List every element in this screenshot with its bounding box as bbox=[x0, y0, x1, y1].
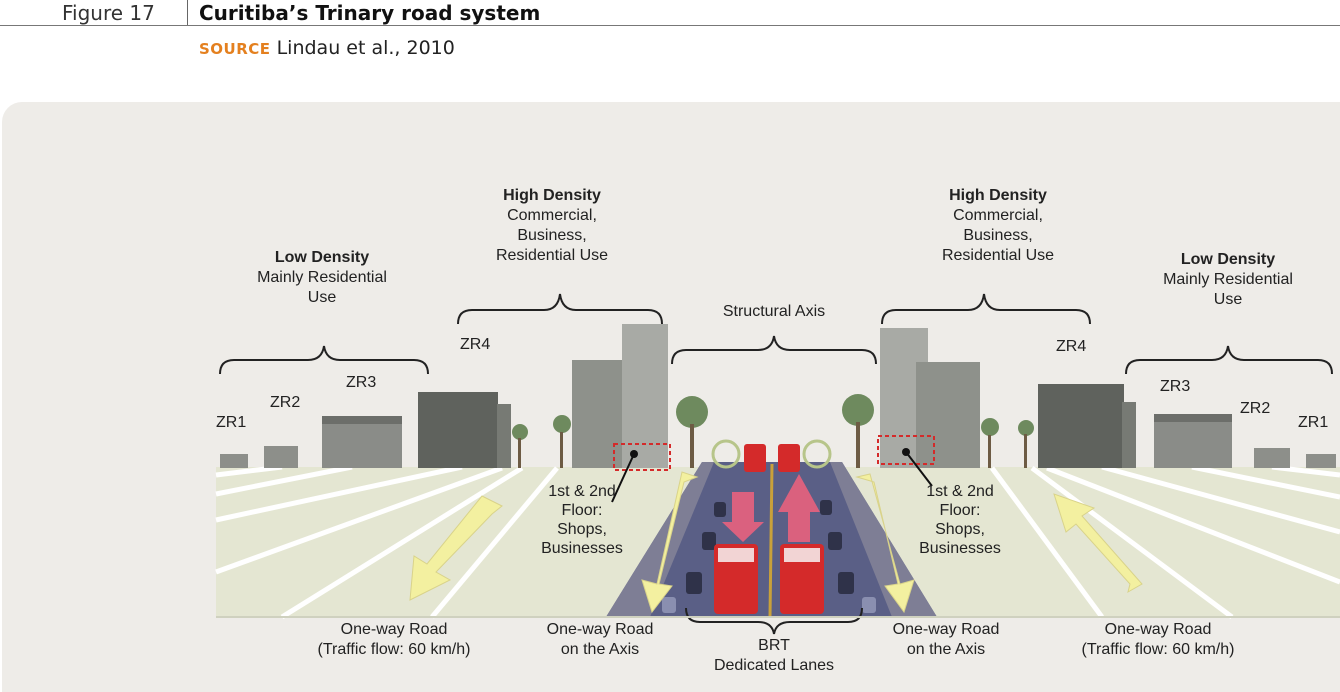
high-rise-left bbox=[572, 324, 671, 503]
zone-braces bbox=[219, 293, 1333, 635]
floors-right-line1: 1st & 2nd bbox=[926, 483, 994, 500]
brt-lanes-label: BRT Dedicated Lanes bbox=[684, 636, 864, 676]
header-divider bbox=[187, 0, 188, 26]
axis-road-left-line2: on the Axis bbox=[560, 641, 640, 658]
zone-code-left-zr4: ZR4 bbox=[460, 336, 491, 353]
right-side-roads bbox=[989, 464, 1340, 620]
floors-left-label: 1st & 2nd Floor: Shops, Businesses bbox=[532, 482, 632, 558]
low-density-right-title: Low Density bbox=[1180, 251, 1276, 268]
low-density-buildings-right bbox=[1038, 384, 1336, 468]
figure-source: SOURCE Lindau et al., 2010 bbox=[199, 37, 455, 59]
brt-median bbox=[768, 463, 774, 618]
oneway-road-left-line2: (Traffic flow: 60 km/h) bbox=[317, 641, 471, 658]
oneway-road-left-label: One-way Road (Traffic flow: 60 km/h) bbox=[294, 620, 494, 660]
brt-line1: BRT bbox=[758, 637, 790, 654]
high-rise-right bbox=[877, 328, 980, 487]
high-density-right-label: High Density Commercial, Business, Resid… bbox=[898, 186, 1098, 266]
zone-code-right-zr4: ZR4 bbox=[1056, 338, 1087, 355]
trees bbox=[512, 394, 1034, 468]
floors-left-line4: Businesses bbox=[541, 540, 623, 557]
low-density-right-line1: Mainly Residential bbox=[1163, 271, 1293, 288]
figure-header: Figure 17 Curitiba’s Trinary road system… bbox=[0, 0, 1340, 74]
left-side-roads bbox=[215, 464, 559, 620]
source-text: Lindau et al., 2010 bbox=[276, 37, 455, 59]
axis-road-left-label: One-way Road on the Axis bbox=[510, 620, 690, 660]
low-density-left-line2: Use bbox=[307, 289, 337, 306]
floors-right-line4: Businesses bbox=[919, 540, 1001, 557]
zone-code-right-zr1: ZR1 bbox=[1298, 414, 1329, 431]
floors-right-line2: Floor: bbox=[939, 502, 981, 519]
low-density-left-title: Low Density bbox=[274, 249, 370, 266]
high-density-right-line2: Business, bbox=[963, 227, 1033, 244]
brt-buses bbox=[714, 444, 824, 614]
zone-code-left-zr1: ZR1 bbox=[216, 414, 247, 431]
low-density-right-line2: Use bbox=[1213, 291, 1243, 308]
floors-right-line3: Shops, bbox=[935, 521, 985, 538]
axis-road-left bbox=[606, 462, 714, 617]
diagram-panel: Low Density Mainly Residential Use High … bbox=[2, 102, 1340, 692]
brt-direction-arrows bbox=[722, 474, 820, 542]
oneway-road-right-label: One-way Road (Traffic flow: 60 km/h) bbox=[1058, 620, 1258, 660]
header-rule bbox=[0, 25, 1340, 26]
oneway-road-right-line2: (Traffic flow: 60 km/h) bbox=[1081, 641, 1235, 658]
oneway-road-right-line1: One-way Road bbox=[1104, 621, 1212, 638]
high-density-right-line1: Commercial, bbox=[953, 207, 1043, 224]
axis-road-right bbox=[830, 462, 937, 617]
high-density-left-line3: Residential Use bbox=[495, 247, 609, 264]
traffic-flow-arrows bbox=[409, 471, 1143, 614]
figure-number: Figure 17 bbox=[62, 1, 155, 25]
zone-code-right-zr3: ZR3 bbox=[1160, 378, 1191, 395]
floors-left-line2: Floor: bbox=[561, 502, 603, 519]
low-density-right-label: Low Density Mainly Residential Use bbox=[1128, 250, 1328, 310]
cars bbox=[662, 500, 876, 613]
axis-road-right-line2: on the Axis bbox=[906, 641, 986, 658]
high-density-right-title: High Density bbox=[949, 187, 1047, 204]
floors-left-line1: 1st & 2nd bbox=[548, 483, 616, 500]
source-label: SOURCE bbox=[199, 40, 271, 58]
tube-stations bbox=[711, 439, 832, 469]
oneway-road-left-line1: One-way Road bbox=[340, 621, 448, 638]
high-density-right-line3: Residential Use bbox=[941, 247, 1055, 264]
high-density-left-label: High Density Commercial, Business, Resid… bbox=[452, 186, 652, 266]
axis-road-right-line1: One-way Road bbox=[892, 621, 1000, 638]
low-density-left-line1: Mainly Residential bbox=[257, 269, 387, 286]
axis-road-right-label: One-way Road on the Axis bbox=[856, 620, 1036, 660]
high-density-left-line1: Commercial, bbox=[507, 207, 597, 224]
high-density-left-title: High Density bbox=[503, 187, 601, 204]
zone-code-left-zr3: ZR3 bbox=[346, 374, 377, 391]
low-density-left-label: Low Density Mainly Residential Use bbox=[222, 248, 422, 308]
floors-left-line3: Shops, bbox=[557, 521, 607, 538]
brt-line2: Dedicated Lanes bbox=[713, 657, 835, 674]
zone-code-right-zr2: ZR2 bbox=[1240, 400, 1271, 417]
figure-title: Curitiba’s Trinary road system bbox=[199, 1, 541, 25]
axis-road-left-line1: One-way Road bbox=[546, 621, 654, 638]
high-density-left-line2: Business, bbox=[517, 227, 587, 244]
low-density-buildings-left bbox=[220, 392, 511, 468]
floors-right-label: 1st & 2nd Floor: Shops, Businesses bbox=[910, 482, 1010, 558]
structural-axis-label: Structural Axis bbox=[722, 303, 826, 320]
trinary-scene bbox=[215, 293, 1340, 635]
zone-code-left-zr2: ZR2 bbox=[270, 394, 301, 411]
